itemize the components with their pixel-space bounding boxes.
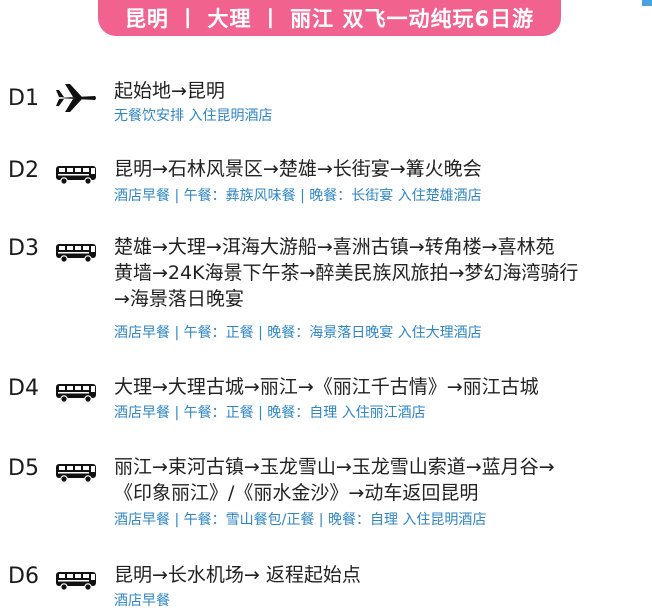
meal-hotel-info: 酒店早餐 | 午餐：正餐 | 晚餐：自理 入住丽江酒店 bbox=[114, 405, 426, 421]
route-text: 大理→大理古城→丽江→《丽江千古情》→丽江古城 bbox=[114, 374, 644, 400]
route-line: 昆明→长水机场→ 返程起始点 bbox=[114, 564, 361, 586]
route-line: 大理→大理古城→丽江→《丽江千古情》→丽江古城 bbox=[114, 376, 539, 398]
route-line: 起始地→昆明 bbox=[114, 80, 225, 102]
day-label: D3 bbox=[8, 236, 39, 261]
day-label: D5 bbox=[8, 456, 39, 481]
meal-hotel-info: 酒店早餐 bbox=[114, 593, 170, 609]
route-line: 黄墙→24K海景下午茶→醉美民族风旅拍→梦幻海湾骑行 bbox=[114, 262, 579, 284]
route-line: 《印象丽江》/《丽水金沙》→动车返回昆明 bbox=[114, 482, 479, 504]
route-text: 丽江→束河古镇→玉龙雪山→玉龙雪山索道→蓝月谷→ 《印象丽江》/《丽水金沙》→动… bbox=[114, 454, 644, 506]
route-text: 起始地→昆明 bbox=[114, 78, 644, 104]
day-label: D4 bbox=[8, 376, 39, 401]
bus-icon bbox=[56, 244, 96, 263]
route-line: 丽江→束河古镇→玉龙雪山→玉龙雪山索道→蓝月谷→ bbox=[114, 456, 555, 478]
meal-hotel-info: 酒店早餐 | 午餐：彝族风味餐 | 晚餐：长街宴 入住楚雄酒店 bbox=[114, 188, 482, 204]
meal-hotel-info: 无餐饮安排 入住昆明酒店 bbox=[114, 108, 273, 124]
page-title-banner: 昆明 丨 大理 丨 丽江 双飞一动纯玩6日游 bbox=[98, 0, 561, 36]
route-line: 昆明→石林风景区→楚雄→长街宴→篝火晚会 bbox=[114, 158, 482, 180]
meal-hotel-info: 酒店早餐 | 午餐：正餐 | 晚餐：海景落日晚宴 入住大理酒店 bbox=[114, 325, 482, 341]
day-label: D1 bbox=[8, 86, 39, 111]
top-edge-accent bbox=[642, 0, 652, 6]
route-line: 楚雄→大理→洱海大游船→喜洲古镇→转角楼→喜林苑 bbox=[114, 236, 555, 258]
route-text: 昆明→石林风景区→楚雄→长街宴→篝火晚会 bbox=[114, 156, 644, 182]
day-label: D6 bbox=[8, 564, 39, 589]
bus-icon bbox=[56, 464, 96, 483]
route-text: 楚雄→大理→洱海大游船→喜洲古镇→转角楼→喜林苑 黄墙→24K海景下午茶→醉美民… bbox=[114, 234, 644, 312]
airplane-icon bbox=[56, 84, 96, 112]
route-line: →海景落日晚宴 bbox=[114, 288, 244, 310]
day-label: D2 bbox=[8, 158, 39, 183]
bus-icon bbox=[56, 384, 96, 403]
meal-hotel-info: 酒店早餐 | 午餐：雪山餐包/正餐 | 晚餐：自理 入住昆明酒店 bbox=[114, 512, 487, 528]
page-title: 昆明 丨 大理 丨 丽江 双飞一动纯玩6日游 bbox=[124, 7, 535, 31]
bus-icon bbox=[56, 572, 96, 591]
bus-icon bbox=[56, 166, 96, 185]
route-text: 昆明→长水机场→ 返程起始点 bbox=[114, 562, 644, 588]
